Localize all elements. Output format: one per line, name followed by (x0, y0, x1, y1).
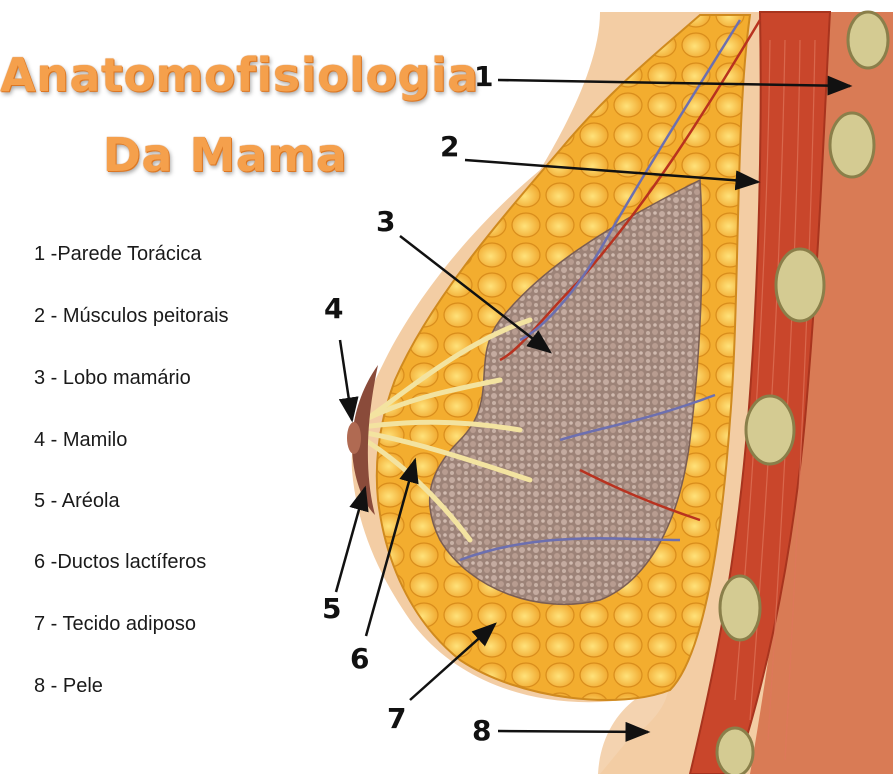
legend-item-7: 7 - Tecido adiposo (34, 613, 196, 636)
legend-item-3: 3 - Lobo mamário (34, 367, 191, 390)
legend-item-2: 2 - Músculos peitorais (34, 305, 229, 328)
legend-item-8: 8 - Pele (34, 675, 103, 698)
nipple (347, 422, 361, 454)
title-line-2: Da Mama (60, 128, 390, 182)
callout-number-6: 6 (350, 642, 369, 675)
callout-number-4: 4 (324, 292, 343, 325)
callout-number-1: 1 (474, 60, 493, 93)
legend-item-5: 5 - Aréola (34, 490, 120, 513)
callout-number-3: 3 (376, 205, 395, 238)
callout-number-2: 2 (440, 130, 459, 163)
legend-item-4: 4 - Mamilo (34, 429, 127, 452)
callout-number-7: 7 (387, 702, 406, 735)
legend-item-6: 6 -Ductos lactíferos (34, 551, 206, 574)
callout-number-5: 5 (322, 592, 341, 625)
title-line-1: Anatomofisiologia (0, 48, 450, 102)
callout-number-8: 8 (472, 714, 491, 747)
legend-item-1: 1 -Parede Torácica (34, 243, 202, 266)
